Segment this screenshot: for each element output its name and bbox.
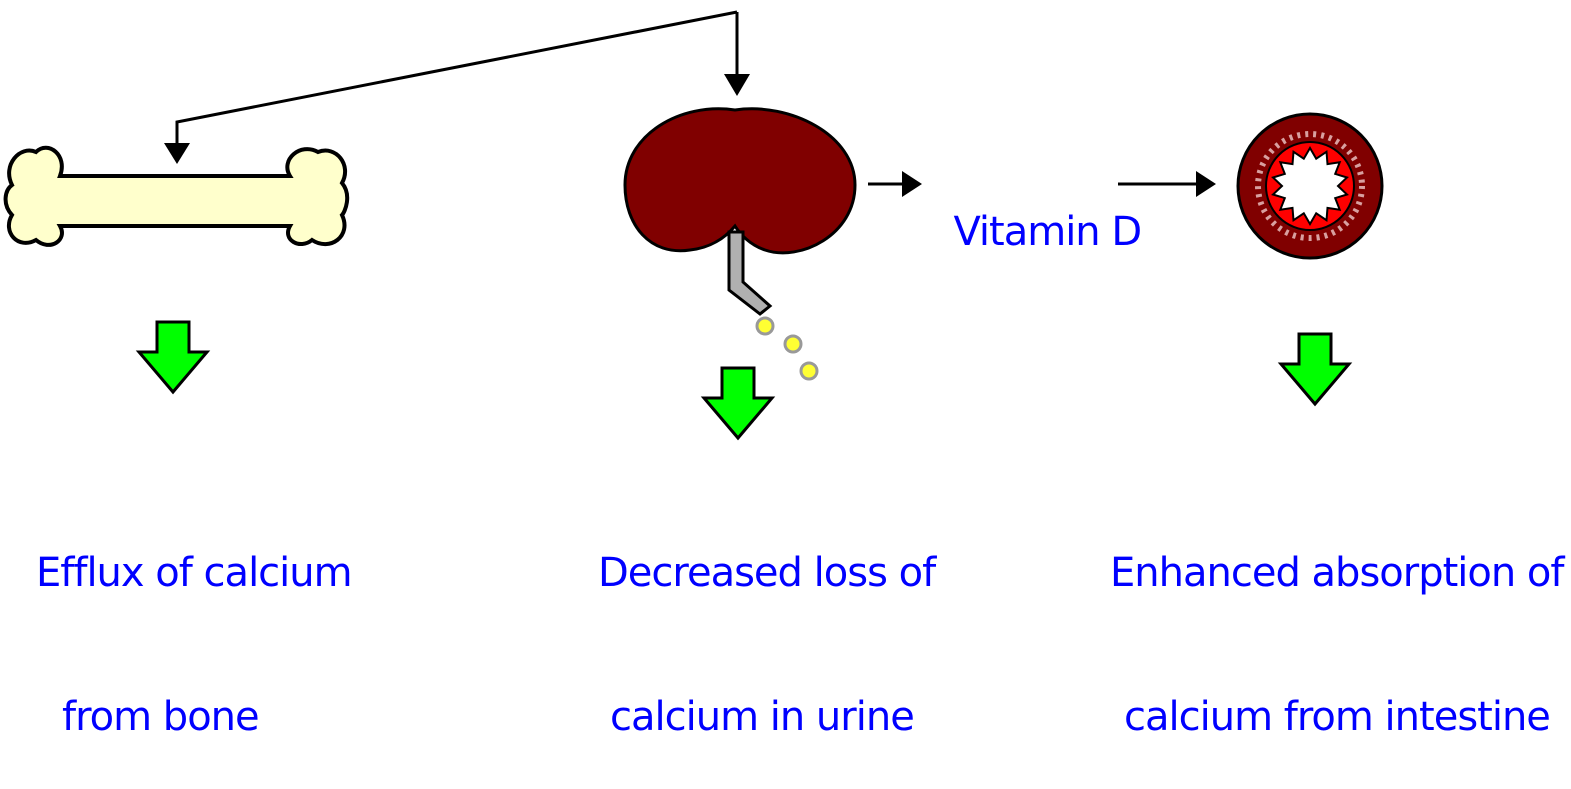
- vitamin-d-text: Vitamin D: [953, 209, 1141, 255]
- down-arrow-icon: [1281, 334, 1349, 404]
- vitamin-d-label: Vitamin D: [930, 160, 1141, 256]
- intestine-effect-label: Enhanced absorption of calcium from inte…: [1110, 453, 1564, 789]
- down-arrow-icon: [139, 322, 207, 392]
- top-connector: [177, 12, 737, 145]
- urine-drop: [757, 318, 773, 334]
- kidney-effect-line-2: calcium in urine: [598, 693, 935, 741]
- kidney-effect-line-1: Decreased loss of: [598, 549, 935, 597]
- intestine-icon: [1238, 114, 1382, 258]
- down-arrow-icon: [704, 368, 772, 438]
- bone-effect-label: Efflux of calcium from bone: [36, 453, 352, 789]
- bone-effect-line-2: from bone: [36, 693, 352, 741]
- intestine-effect-line-1: Enhanced absorption of: [1110, 549, 1564, 597]
- urine-drop: [785, 336, 801, 352]
- kidney-effect-label: Decreased loss of calcium in urine: [598, 453, 935, 789]
- arrowhead-to-bone: [164, 143, 190, 164]
- kidney-icon: [625, 109, 855, 379]
- intestine-effect-line-2: calcium from intestine: [1110, 693, 1564, 741]
- kidney-to-vitamin-arrow: [868, 171, 922, 197]
- arrowhead-to-kidney: [724, 74, 750, 96]
- urine-drop: [801, 363, 817, 379]
- bone-effect-line-1: Efflux of calcium: [36, 549, 352, 597]
- connector-to-bone-line: [177, 12, 737, 145]
